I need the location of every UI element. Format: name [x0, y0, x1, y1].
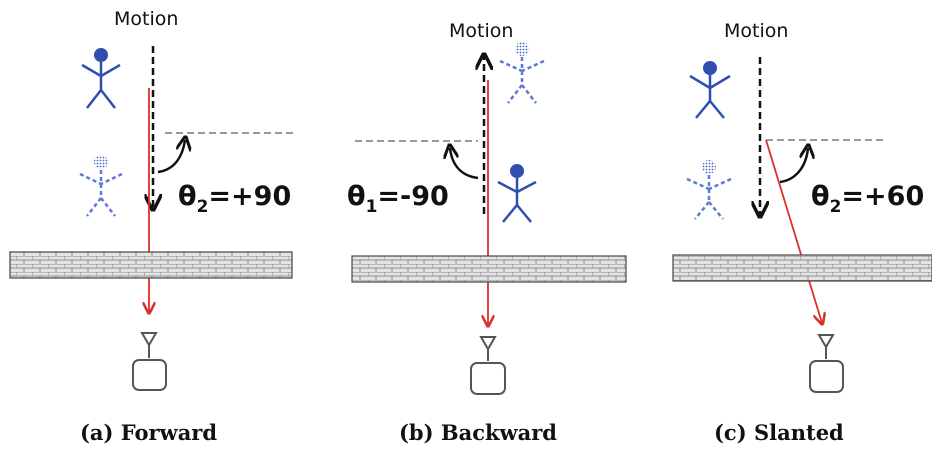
angle-value: =-90 [377, 181, 449, 212]
person-ghost-icon [79, 155, 123, 217]
angle-symbol: θ [347, 181, 366, 212]
person-ghost-icon [499, 42, 545, 104]
angle-value: =+60 [841, 181, 925, 212]
angle-subscript: 1 [365, 197, 378, 217]
angle-arc [157, 140, 185, 174]
motion-label: Motion [449, 20, 514, 42]
person-ghost-icon [686, 160, 732, 220]
receiver-icon [470, 336, 506, 395]
wall [9, 251, 293, 279]
motion-label: Motion [724, 20, 789, 42]
receiver-icon [132, 332, 167, 391]
person-solid-icon [81, 48, 121, 109]
caption: (b) Backward [399, 420, 557, 445]
angle-subscript: 2 [196, 197, 209, 217]
angle-label: θ1=-90 [347, 183, 449, 216]
angle-symbol: θ [811, 181, 830, 212]
angle-arc [450, 148, 479, 180]
signal-ray [765, 139, 822, 323]
person-solid-icon [497, 164, 537, 223]
angle-label: θ2=+60 [811, 183, 924, 216]
wall [672, 254, 932, 282]
panel-slanted [672, 57, 932, 393]
angle-subscript: 2 [829, 197, 842, 217]
angle-value: =+90 [208, 181, 292, 212]
wall [351, 255, 627, 283]
panel-backward [351, 42, 627, 395]
caption: (a) Forward [80, 420, 218, 445]
angle-arc [779, 148, 808, 184]
motion-label: Motion [114, 8, 179, 30]
caption: (c) Slanted [714, 420, 844, 445]
angle-symbol: θ [178, 181, 197, 212]
angle-label: θ2=+90 [178, 183, 291, 216]
person-solid-icon [689, 61, 731, 119]
receiver-icon [809, 334, 844, 393]
panel-forward [9, 46, 295, 391]
